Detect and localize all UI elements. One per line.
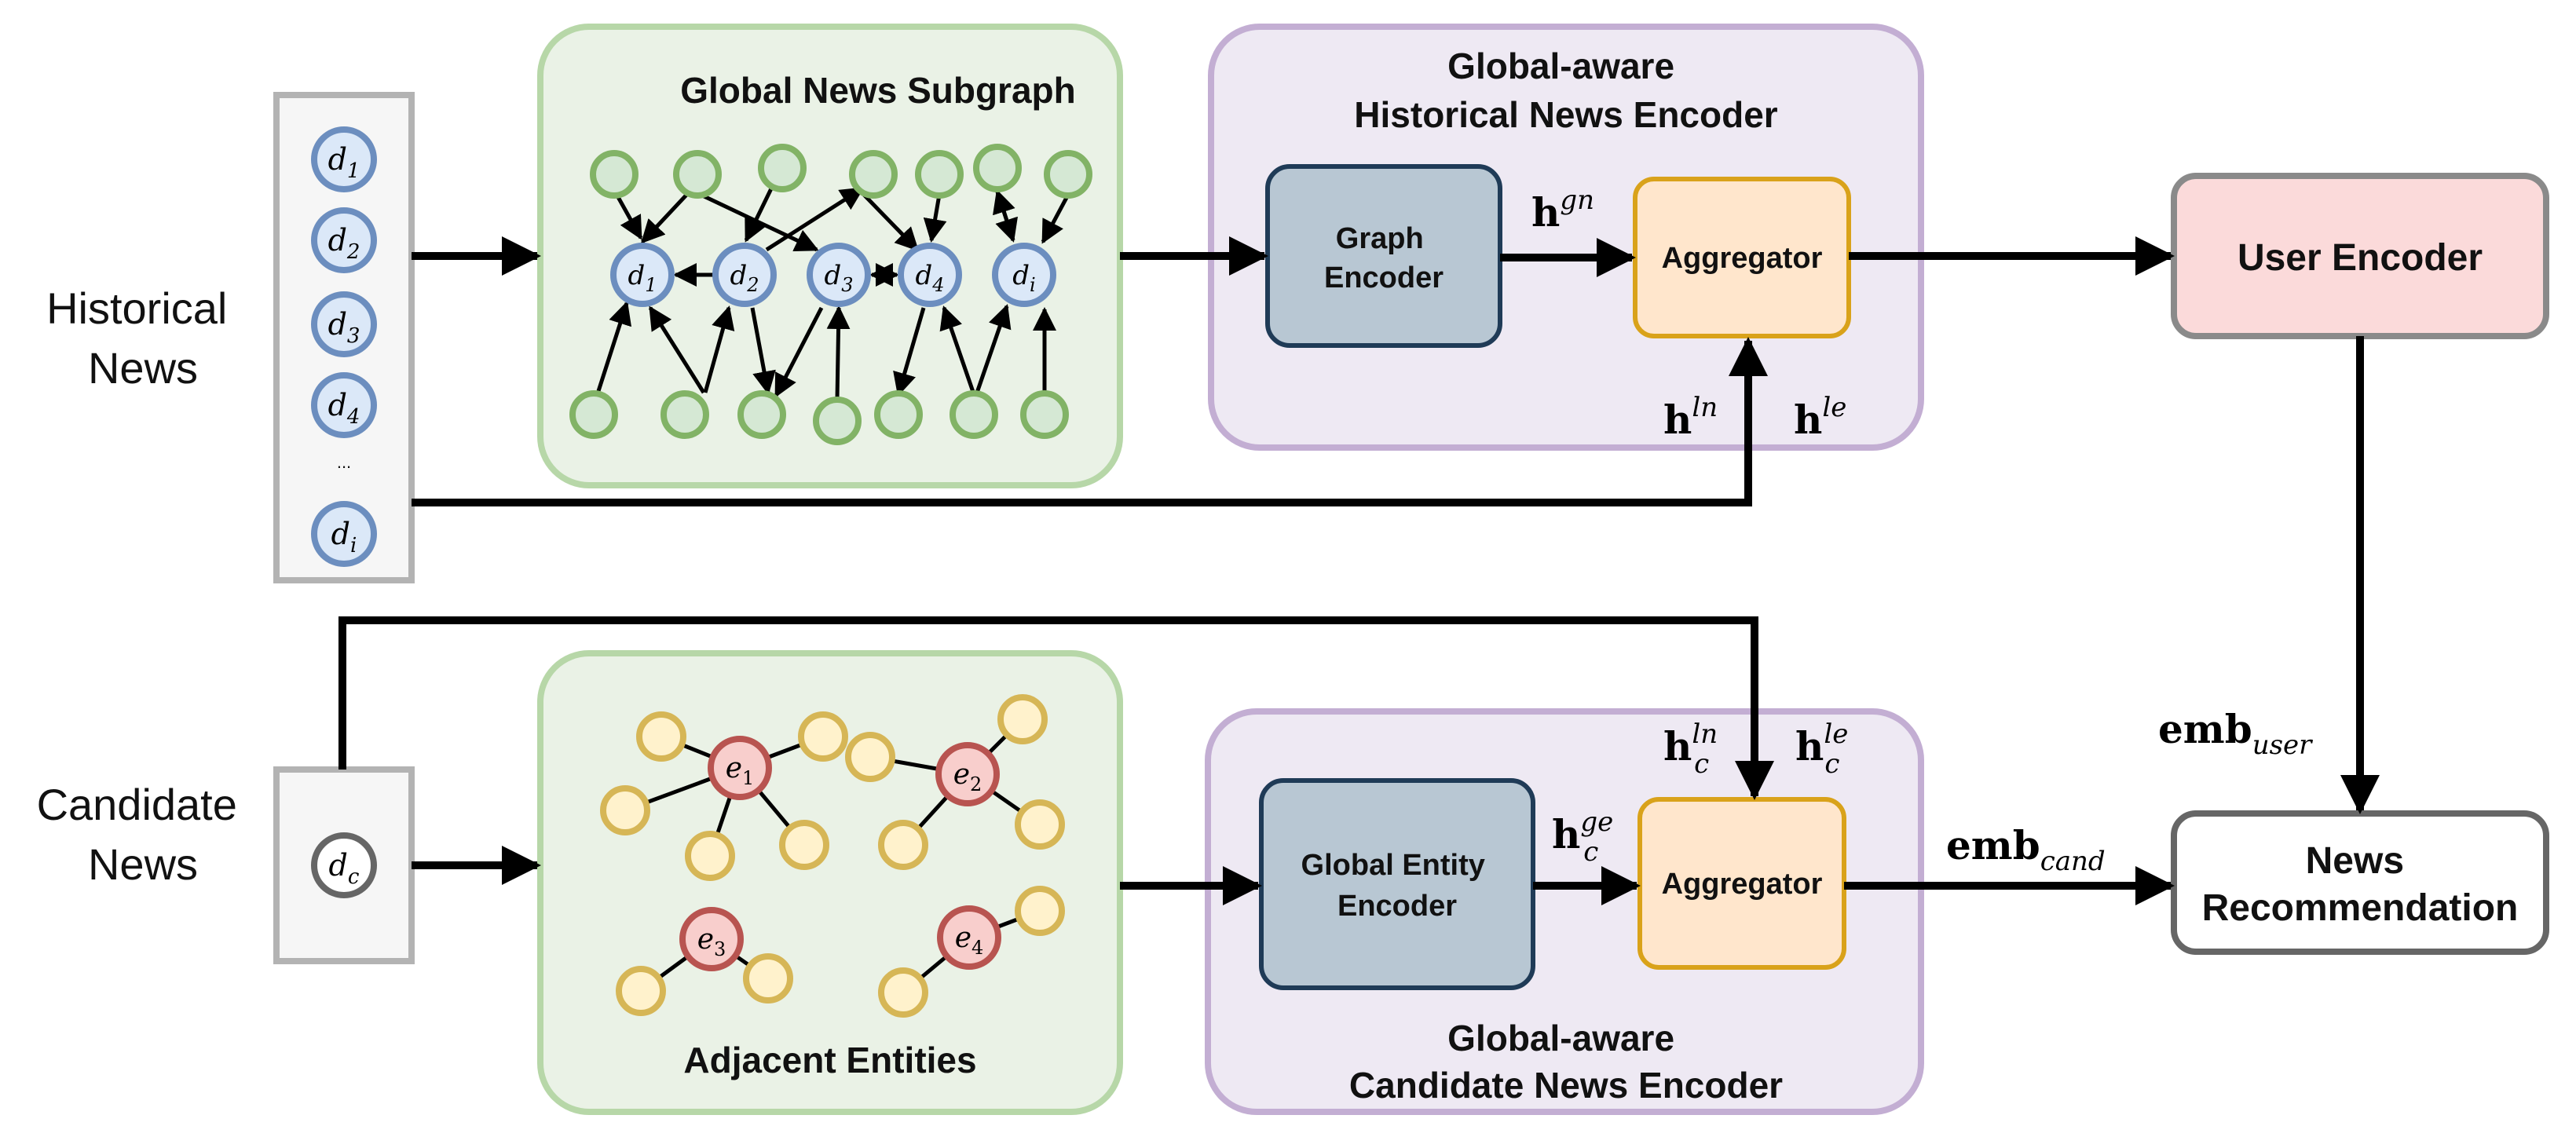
entity-neighbor-nodes <box>600 694 1065 1018</box>
aggregator-top-box: Aggregator <box>1633 177 1851 338</box>
aggregator-bottom-box: Aggregator <box>1637 797 1846 970</box>
news-node-d2: d2 <box>311 207 377 273</box>
svg-text:User Encoder: User Encoder <box>2238 237 2483 279</box>
historical-news-label: Historical News <box>46 283 240 393</box>
svg-text:e3: e3 <box>697 923 726 960</box>
label-h-le: hle <box>1794 392 1846 443</box>
label-emb-user: embuser <box>2158 706 2313 761</box>
news-node-d3: d3 <box>311 291 377 357</box>
candidate-node-dc: dc <box>311 832 377 898</box>
subgraph-node-d4: d4 <box>898 243 962 307</box>
news-recommendation-box: News Recommendation <box>2171 810 2549 955</box>
entity-node-e3: e3 <box>679 907 744 971</box>
subgraph-edges <box>596 181 1070 400</box>
entity-node-e2: e2 <box>935 742 1000 806</box>
historical-encoder-title: Global-aware Historical News Encoder <box>1354 46 1777 135</box>
entity-node-e1: e1 <box>708 736 772 800</box>
news-list-ellipsis: ... <box>337 452 351 472</box>
news-node-d4: d4 <box>311 372 377 438</box>
svg-text:d4: d4 <box>328 388 360 429</box>
entity-node-e4: e4 <box>937 905 1001 970</box>
news-node-d1: d1 <box>311 126 377 192</box>
svg-text:dc: dc <box>329 848 360 889</box>
candidate-encoder-title: Global-aware Candidate News Encoder <box>1349 1018 1783 1106</box>
svg-text:d1: d1 <box>328 142 360 183</box>
subgraph-node-d1: d1 <box>610 243 675 307</box>
arrow-history-local-to-aggregator <box>412 337 1768 506</box>
news-node-di: di <box>311 501 377 567</box>
svg-text:di: di <box>331 517 357 558</box>
svg-text:d4: d4 <box>915 260 944 296</box>
global-entity-encoder-box: Global Entity Encoder <box>1259 778 1535 990</box>
subgraph-node-di: di <box>992 243 1056 307</box>
svg-text:di: di <box>1012 260 1035 296</box>
historical-news-list: d1 d2 d3 d4 ... di <box>311 126 377 567</box>
svg-text:d2: d2 <box>730 260 759 296</box>
subgraph-node-d2: d2 <box>712 243 777 307</box>
subgraph-node-d3: d3 <box>807 243 871 307</box>
svg-text:e1: e1 <box>726 752 755 789</box>
label-h-ln: hln <box>1663 392 1718 443</box>
entity-nodes: e1 e2 e3 e4 <box>679 736 1001 971</box>
svg-text:Global Entity Encoder: Global Entity Encoder <box>1301 849 1494 923</box>
user-encoder-box: User Encoder <box>2171 173 2549 339</box>
svg-text:d3: d3 <box>328 307 360 348</box>
label-h-gn: hgn <box>1531 185 1594 236</box>
svg-text:Aggregator: Aggregator <box>1662 242 1823 275</box>
svg-text:e4: e4 <box>955 922 984 959</box>
graph-encoder-box: Graph Encoder <box>1265 164 1502 348</box>
svg-text:d3: d3 <box>824 260 853 296</box>
subgraph-news-nodes: d1 d2 d3 d4 di <box>610 243 1056 307</box>
label-emb-cand: embcand <box>1946 822 2106 877</box>
svg-text:d1: d1 <box>628 260 657 296</box>
global-news-subgraph-title: Global News Subgraph <box>680 70 1076 111</box>
svg-text:News Recommendation: News Recommendation <box>2202 840 2519 929</box>
subgraph-neighbor-nodes <box>569 144 1092 445</box>
main-arrows <box>338 236 2380 905</box>
candidate-news-label: Candidate News <box>37 780 250 889</box>
svg-text:e2: e2 <box>953 759 982 795</box>
svg-text:d2: d2 <box>328 223 360 264</box>
arrow-candidate-local-to-aggregator <box>338 616 1774 800</box>
svg-text:Aggregator: Aggregator <box>1662 868 1823 901</box>
adjacent-entities-title: Adjacent Entities <box>683 1040 976 1080</box>
svg-text:Graph Encoder: Graph Encoder <box>1324 222 1444 294</box>
